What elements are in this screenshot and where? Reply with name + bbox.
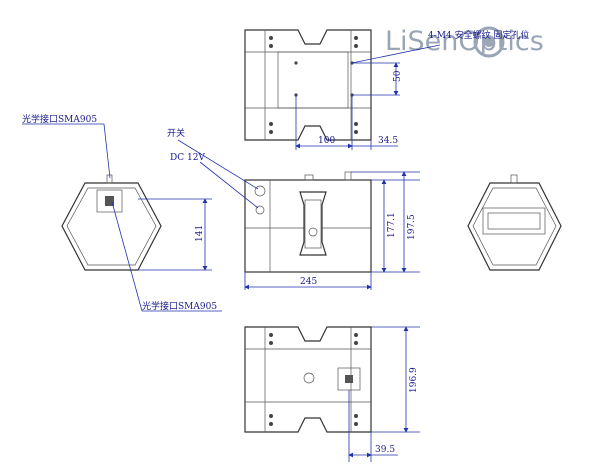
- left-view-port-plate: [96, 189, 123, 213]
- top-view-note: 4-M4 安全螺纹 固定孔位: [428, 29, 529, 41]
- logo-lens-core-icon: [484, 37, 494, 47]
- power-switch-icon: [254, 185, 266, 197]
- port-top-label: 光学接口SMA905: [22, 113, 97, 125]
- front-view-handle: [299, 191, 327, 256]
- front-view-sma-connector: [344, 171, 352, 181]
- top-view-holes: [269, 36, 358, 134]
- bottom-sma-port-icon: [345, 375, 353, 383]
- right-view-hexagon: [467, 182, 562, 271]
- front-view-dim-height-inner: 177.1: [387, 212, 397, 238]
- left-view: 光学接口SMA905 光学接口SMA905 141: [22, 113, 222, 312]
- front-view-dim-width: 245: [300, 277, 317, 287]
- dc-jack-icon: [255, 205, 265, 215]
- front-view: 开关 DC 12V 245 177.1 197.5: [167, 127, 420, 290]
- front-view-dim-height-total: 197.5: [407, 214, 417, 240]
- power-label: DC 12V: [170, 153, 205, 163]
- bottom-view: 196.9 39.5: [244, 326, 420, 462]
- right-view-top-connector: [510, 174, 518, 184]
- switch-label: 开关: [167, 127, 185, 139]
- top-view-dim-height: 50: [393, 70, 403, 82]
- top-view: 4-M4 安全螺纹 固定孔位 50 100 34.5: [244, 29, 529, 150]
- port-bottom-label: 光学接口SMA905: [142, 300, 217, 312]
- bottom-view-dim-offset: 39.5: [375, 445, 395, 455]
- logo-text: LiSenOptics: [385, 26, 544, 57]
- bottom-view-holes: [269, 333, 358, 426]
- top-view-dim-width: 100: [318, 136, 335, 146]
- logo-lens-icon: [473, 26, 505, 58]
- front-view-top-connector: [304, 174, 314, 181]
- right-view-handle: [482, 207, 546, 235]
- top-view-dim-offset: 34.5: [378, 136, 398, 146]
- bottom-view-port-icon: [303, 372, 315, 384]
- top-view-panel: [277, 51, 349, 109]
- sma-port-icon: [105, 196, 114, 206]
- logo: LiSenOptics: [385, 26, 544, 58]
- bottom-view-dim-height: 196.9: [409, 367, 419, 393]
- left-view-dim-height: 141: [195, 225, 205, 242]
- top-view-note-leader: [351, 44, 441, 64]
- right-view: [467, 174, 562, 271]
